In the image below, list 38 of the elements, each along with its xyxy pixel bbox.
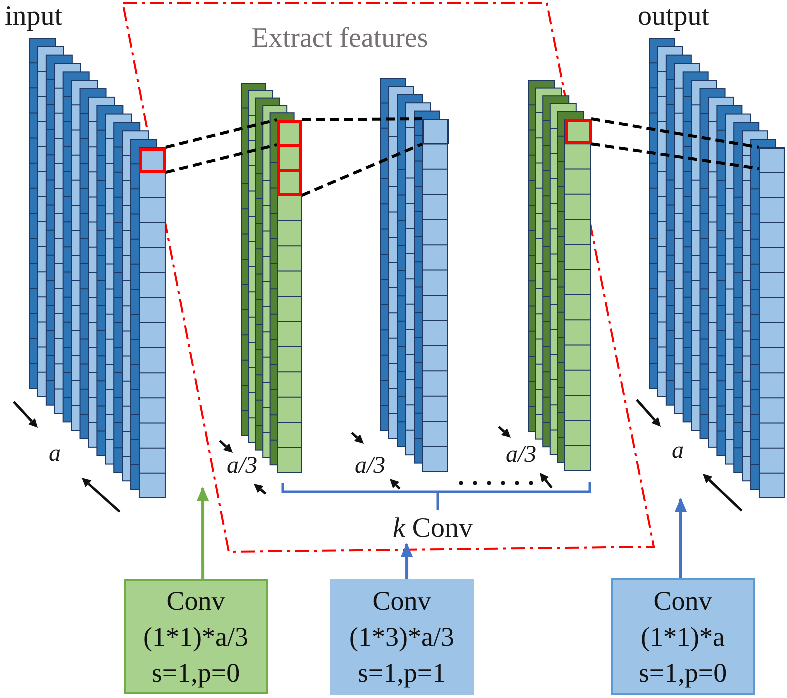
arrow xyxy=(675,498,687,578)
stride-padding-text: s=1,p=0 xyxy=(638,656,728,690)
stride-padding-text: s=1,p=0 xyxy=(152,656,240,690)
feature-cell xyxy=(422,119,448,144)
stride-padding-text: s=1,p=1 xyxy=(358,657,446,690)
conv-box xyxy=(124,579,268,694)
conv-box xyxy=(330,579,474,695)
dimension-label: a xyxy=(49,442,61,466)
dimension-label: a/3 xyxy=(355,454,386,478)
box-title: Conv xyxy=(372,585,432,618)
dimension-label: a xyxy=(672,439,684,463)
dashed-line xyxy=(591,118,760,149)
dimension-label: a/3 xyxy=(227,454,258,478)
stack-label: output xyxy=(638,3,710,31)
dashed-line xyxy=(301,142,424,197)
region-title: Extract features xyxy=(252,25,428,53)
kernel-text: (1*1)*a/3 xyxy=(144,620,248,654)
feature-cell xyxy=(759,148,785,173)
arrow xyxy=(197,486,210,579)
dashed-line xyxy=(302,118,423,122)
ellipsis-dots: ...... xyxy=(458,468,542,486)
arrow xyxy=(401,543,414,579)
feature-map-stack xyxy=(649,38,785,499)
stack-label: input xyxy=(5,3,63,31)
dimension-label: a/3 xyxy=(506,443,537,467)
conv-box xyxy=(611,578,755,695)
bracket-label: k Conv xyxy=(393,514,473,544)
kernel-text: (1*3)*a/3 xyxy=(350,621,454,654)
dashed-line xyxy=(166,118,278,149)
dashed-line xyxy=(591,142,760,170)
highlighted-cell xyxy=(564,119,592,144)
dashed-line xyxy=(166,144,278,174)
highlighted-cell xyxy=(277,120,302,196)
kernel-text: (1*1)*a xyxy=(641,620,725,654)
feature-map-stack xyxy=(29,38,166,499)
highlighted-cell xyxy=(139,148,166,173)
box-title: Conv xyxy=(654,584,712,618)
box-title: Conv xyxy=(166,584,226,618)
